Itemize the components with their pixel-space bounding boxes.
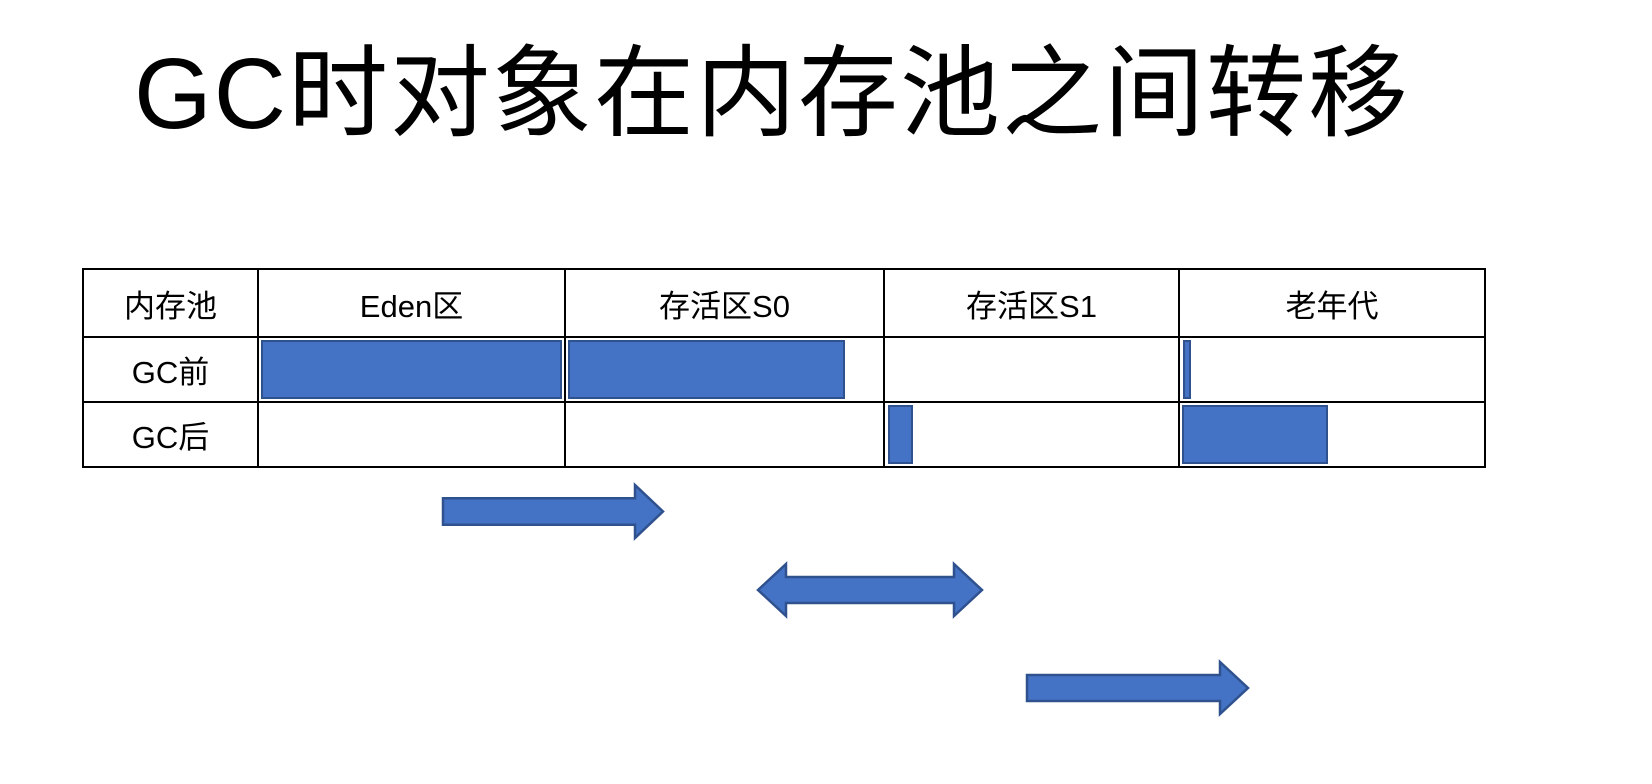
arrow-eden-to-s0 bbox=[441, 482, 665, 541]
cell-gc-before-old bbox=[1178, 336, 1486, 403]
memory-pool-table: 内存池 Eden区 存活区S0 存活区S1 老年代 GC前 GC后 bbox=[82, 268, 1486, 468]
cell-gc-before-s1 bbox=[883, 336, 1180, 403]
row-label-gc-after: GC后 bbox=[82, 401, 259, 468]
column-header-eden: Eden区 bbox=[257, 268, 566, 338]
gc-before-eden-usage bbox=[261, 340, 562, 399]
page-title: GC时对象在内存池之间转移 bbox=[134, 38, 1410, 150]
cell-gc-before-s0 bbox=[564, 336, 885, 403]
cell-gc-after-s1 bbox=[883, 401, 1180, 468]
arrow-s1-to-old bbox=[1025, 659, 1250, 717]
cell-gc-after-old bbox=[1178, 401, 1486, 468]
gc-before-s0-usage bbox=[567, 340, 845, 399]
cell-gc-after-s0 bbox=[564, 401, 885, 468]
table-row-gc-before: GC前 bbox=[82, 336, 1486, 403]
cell-gc-before-eden bbox=[257, 336, 566, 403]
column-header-s0: 存活区S0 bbox=[564, 268, 885, 338]
row-label-gc-before: GC前 bbox=[82, 336, 259, 403]
table-row-gc-after: GC后 bbox=[82, 401, 1486, 468]
gc-after-s1-usage bbox=[887, 405, 913, 464]
column-header-old: 老年代 bbox=[1178, 268, 1486, 338]
column-header-pool: 内存池 bbox=[82, 268, 259, 338]
gc-before-old-usage bbox=[1183, 340, 1191, 399]
column-header-s1: 存活区S1 bbox=[883, 268, 1180, 338]
gc-after-old-usage bbox=[1182, 405, 1329, 464]
cell-gc-after-eden bbox=[257, 401, 566, 468]
arrow-s0-s1-swap bbox=[756, 561, 984, 619]
table-header-row: 内存池 Eden区 存活区S0 存活区S1 老年代 bbox=[82, 268, 1486, 338]
